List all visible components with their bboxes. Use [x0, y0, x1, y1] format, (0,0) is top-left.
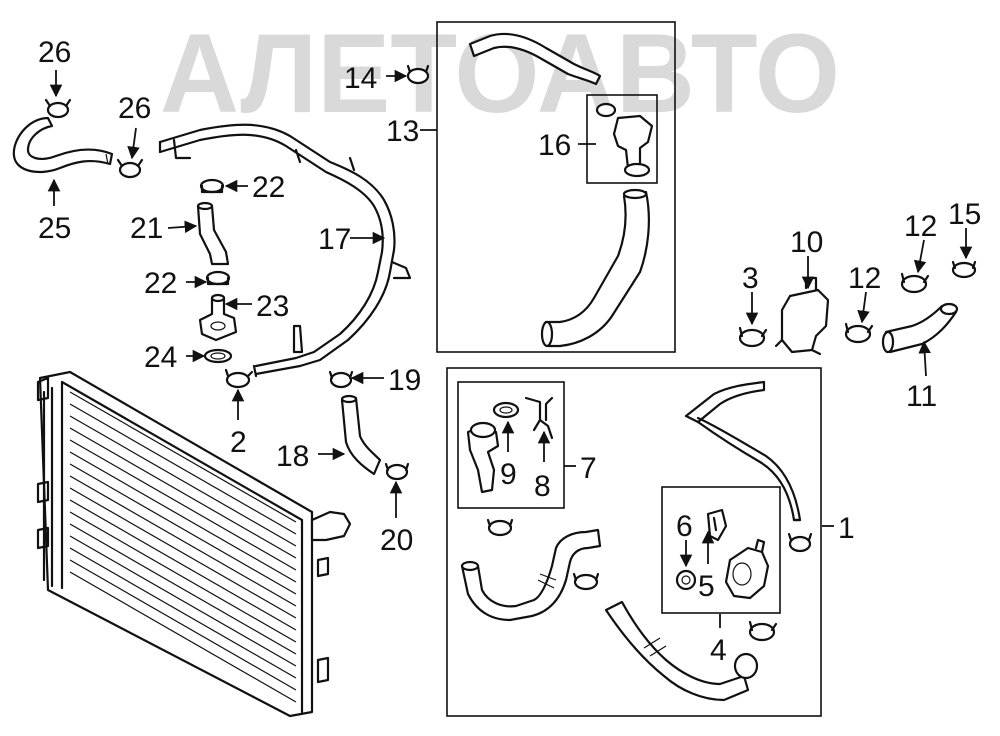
part-7-fitting — [466, 421, 500, 494]
callout-5: 5 — [698, 570, 715, 603]
box-group-13 — [436, 21, 676, 353]
part-19-clamp — [328, 370, 354, 389]
part-18-hose — [340, 394, 382, 476]
part-1-clamp-b — [486, 518, 514, 537]
part-16-valve — [595, 102, 654, 178]
callout-9: 9 — [500, 458, 517, 491]
callout-14: 14 — [344, 62, 377, 95]
part-12-clamp-b — [900, 272, 930, 294]
part-25-hose — [12, 116, 114, 174]
callout-25: 25 — [38, 212, 71, 245]
callout-7: 7 — [580, 452, 597, 485]
part-22-clamp-b — [205, 270, 231, 286]
callout-13: 13 — [386, 115, 419, 148]
callout-12-b: 12 — [904, 210, 937, 243]
part-21-hose — [196, 201, 230, 266]
part-1-clamp-c — [572, 572, 600, 591]
callout-23: 23 — [256, 290, 289, 323]
watermark: АЛЕТОАВТО — [160, 11, 840, 136]
callout-10: 10 — [790, 226, 823, 259]
part-15-clamp — [951, 260, 977, 279]
part-17-pipe — [158, 123, 412, 378]
callout-18: 18 — [276, 440, 309, 473]
part-4-hose — [604, 600, 759, 702]
callout-12-a: 12 — [848, 262, 881, 295]
callout-3: 3 — [742, 262, 759, 295]
part-23-fitting — [198, 293, 238, 342]
callout-26-a: 26 — [38, 36, 71, 69]
callout-11: 11 — [906, 380, 937, 413]
box-group-5 — [661, 486, 781, 614]
callout-6: 6 — [676, 510, 693, 543]
part-1-clamp — [787, 532, 813, 553]
callout-22-a: 22 — [252, 171, 285, 204]
callout-19: 19 — [388, 364, 421, 397]
part-1-lower-hose-left — [460, 528, 602, 622]
callout-4: 4 — [710, 634, 727, 667]
callout-15: 15 — [948, 198, 981, 231]
part-5-clip — [706, 508, 728, 542]
box-group-1 — [446, 367, 822, 717]
callout-8: 8 — [534, 470, 551, 503]
part-13-upper-hose — [468, 32, 602, 86]
callout-17: 17 — [318, 223, 351, 256]
part-20-clamp — [384, 462, 410, 481]
part-22-clamp-a — [199, 178, 225, 194]
callout-20: 20 — [380, 524, 413, 557]
part-11-hose — [881, 302, 959, 354]
callout-21: 21 — [130, 212, 163, 245]
leader-lines — [47, 69, 973, 628]
part-9-o-ring — [492, 401, 520, 419]
part-26-clamp-b — [116, 158, 144, 179]
callout-24: 24 — [144, 341, 177, 374]
part-3-clamp — [738, 326, 768, 348]
part-24-o-ring — [203, 348, 233, 364]
part-14-clamp — [406, 64, 430, 85]
part-10-valve — [774, 276, 830, 356]
part-26-clamp-a — [44, 98, 72, 119]
part-5-housing — [724, 538, 770, 600]
part-2-clamp — [224, 368, 254, 389]
callouts: 26 26 25 22 21 22 23 24 2 17 19 18 20 14… — [38, 36, 981, 667]
callout-16: 16 — [538, 129, 571, 162]
part-6-o-ring — [675, 569, 697, 591]
box-group-7 — [457, 381, 565, 509]
part-13-lower-hose — [540, 188, 650, 348]
box-group-16 — [586, 94, 658, 184]
callout-22-b: 22 — [144, 267, 177, 300]
callout-2: 2 — [230, 426, 247, 459]
part-1-pipe — [684, 380, 802, 522]
part-8-clip — [524, 396, 554, 440]
radiator — [36, 370, 352, 718]
part-12-clamp-a — [844, 322, 874, 344]
callout-26-b: 26 — [118, 92, 151, 125]
part-4-clamp — [748, 620, 778, 642]
callout-1: 1 — [838, 512, 855, 545]
